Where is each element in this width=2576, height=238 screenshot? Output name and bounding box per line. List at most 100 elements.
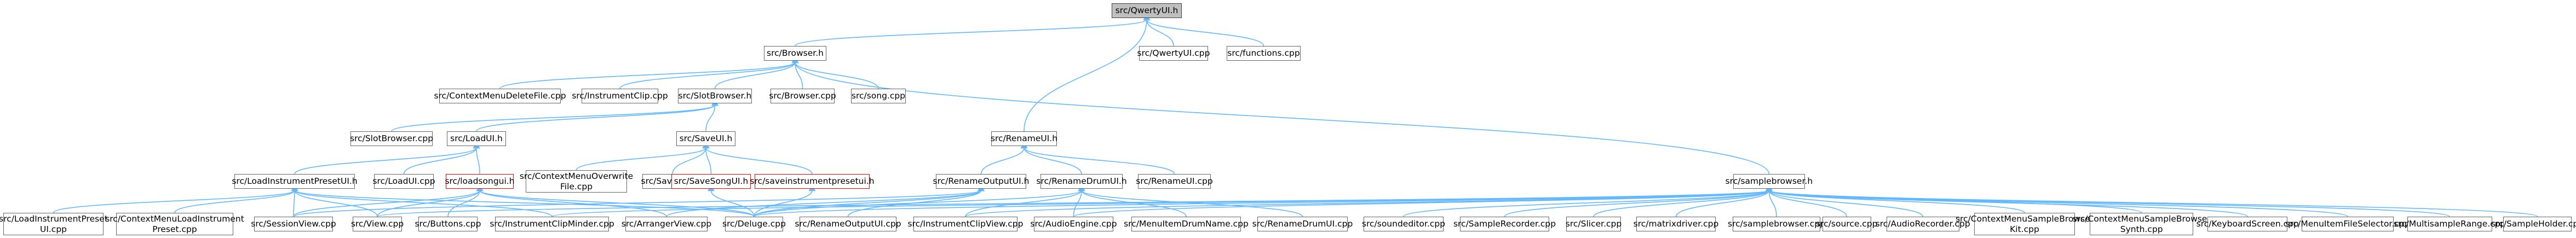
graph-node-renameui-h[interactable]: src/RenameUI.h xyxy=(991,131,1057,146)
graph-node-saveinstrumentpresetui-h[interactable]: src/saveinstrumentpresetui.h xyxy=(750,174,875,189)
edge-renameoutputui_h-to-renameoutputui_cpp xyxy=(847,184,985,217)
edge-slotbrowser_h-to-slotbrowser_cpp xyxy=(391,98,718,132)
graph-node-view-cpp[interactable]: src/View.cpp xyxy=(351,217,404,231)
graph-node-audiorecorder-cpp[interactable]: src/AudioRecorder.cpp xyxy=(1876,217,1970,231)
graph-node-loadui-h[interactable]: src/LoadUI.h xyxy=(447,131,506,146)
edge-slotbrowser_h-to-loadui_h xyxy=(476,98,718,132)
graph-node-renameui-cpp[interactable]: src/RenameUI.cpp xyxy=(1136,174,1213,189)
edge-loadinstrumentpresetui_h-to-view_cpp xyxy=(291,184,378,217)
graph-node-ctx-loadinstrumentpreset-cpp[interactable]: src/ContextMenuLoadInstrument Preset.cpp xyxy=(105,213,244,235)
graph-node-ctx-samplebrowser-synth-cpp[interactable]: src/ContextMenuSampleBrowser Synth.cpp xyxy=(2073,213,2211,235)
graph-node-loadinstrumentpresetui-h[interactable]: src/LoadInstrumentPresetUI.h xyxy=(232,174,358,189)
graph-node-savesongui-h[interactable]: src/SaveSongUI.h xyxy=(671,174,751,189)
graph-node-sessionview-cpp[interactable]: src/SessionView.cpp xyxy=(251,217,336,231)
graph-node-soundeditor-cpp[interactable]: src/soundeditor.cpp xyxy=(1362,217,1445,231)
graph-node-menuitemfileselector-cpp[interactable]: src/MenuItemFileSelector.cpp xyxy=(2286,217,2410,231)
edge-samplebrowser_h-to-samplebrowser_cpp xyxy=(1765,184,1777,217)
edge-qwertyui_h-to-renameui_h xyxy=(1024,13,1151,132)
edge-browser_h-to-slotbrowser_h xyxy=(714,56,799,89)
edge-qwertyui_h-to-browser_h xyxy=(795,13,1151,47)
graph-node-renamedrumui-cpp[interactable]: src/RenameDrumUI.cpp xyxy=(1252,217,1353,231)
edge-qwertyui_h-to-functions_cpp xyxy=(1143,13,1264,47)
graph-node-loadinstrumentpresetui-cpp[interactable]: src/LoadInstrumentPreset UI.cpp xyxy=(0,213,108,235)
graph-node-song-cpp[interactable]: src/song.cpp xyxy=(851,89,906,103)
edge-samplebrowser_h-to-source_cpp xyxy=(1765,184,1848,217)
graph-node-renameoutputui-h[interactable]: src/RenameOutputUI.h xyxy=(933,174,1029,189)
edge-samplebrowser_h-to-audioengine_cpp xyxy=(1073,184,1773,217)
graph-node-qwertyui-cpp[interactable]: src/QwertyUI.cpp xyxy=(1137,46,1210,61)
edge-samplebrowser_h-to-deluge_cpp xyxy=(754,184,1773,217)
graph-node-browser-cpp[interactable]: src/Browser.cpp xyxy=(769,89,836,103)
graph-node-functions-cpp[interactable]: src/functions.cpp xyxy=(1227,46,1301,61)
graph-node-source-cpp[interactable]: src/source.cpp xyxy=(1816,217,1878,231)
edge-browser_h-to-ctx_delete_cpp xyxy=(499,56,799,89)
graph-node-instrumentclipview-cpp[interactable]: src/InstrumentClipView.cpp xyxy=(908,217,1023,231)
graph-node-ctx-samplebrowser-kit-cpp[interactable]: src/ContextMenuSampleBrowser Kit.cpp xyxy=(1956,213,2094,235)
edge-browser_h-to-samplebrowser_h xyxy=(791,56,1770,175)
graph-node-ctx-overwrite-cpp[interactable]: src/ContextMenuOverwrite File.cpp xyxy=(520,170,633,193)
graph-node-samplebrowser-h[interactable]: src/samplebrowser.h xyxy=(1726,174,1813,189)
edge-samplebrowser_h-to-audiorecorder_cpp xyxy=(1765,184,1923,217)
edge-samplebrowser_h-to-instrumentclipminder_cpp xyxy=(551,184,1773,217)
edge-loadui_h-to-loadui_cpp xyxy=(403,141,480,175)
edge-samplebrowser_h-to-soundeditor_cpp xyxy=(1403,184,1773,217)
graph-node-qwertyui-h[interactable]: src/QwertyUI.h xyxy=(1112,3,1182,18)
graph-node-renameoutputui-cpp[interactable]: src/RenameOutputUI.cpp xyxy=(795,217,901,231)
graph-node-samplebrowser-cpp[interactable]: src/samplebrowser.cpp xyxy=(1728,217,1825,231)
graph-node-deluge-cpp[interactable]: src/Deluge.cpp xyxy=(722,217,786,231)
graph-node-buttons-cpp[interactable]: src/Buttons.cpp xyxy=(415,217,481,231)
graph-node-browser-h[interactable]: src/Browser.h xyxy=(764,46,826,61)
graph-node-arrangerview-cpp[interactable]: src/ArrangerView.cpp xyxy=(622,217,711,231)
edge-browser_h-to-instrumentclip_cpp xyxy=(619,56,799,89)
graph-node-loadsongui-h[interactable]: src/loadsongui.h xyxy=(445,174,515,189)
edge-samplebrowser_h-to-sampleholder_cpp xyxy=(1766,184,2538,217)
edge-saveui_h-to-saveinstrumentpresetui_h xyxy=(702,141,813,175)
edge-loadsongui_h-to-view_cpp xyxy=(377,184,484,217)
graph-node-audioengine-cpp[interactable]: src/AudioEngine.cpp xyxy=(1030,217,1117,231)
graph-node-saveui-h[interactable]: src/SaveUI.h xyxy=(676,131,735,146)
graph-node-slotbrowser-h[interactable]: src/SlotBrowser.h xyxy=(678,89,752,103)
graph-node-instrumentclip-cpp[interactable]: src/InstrumentClip.cpp xyxy=(572,89,668,103)
graph-node-slotbrowser-cpp[interactable]: src/SlotBrowser.cpp xyxy=(350,131,433,146)
edge-samplebrowser_h-to-samplerecorder_cpp xyxy=(1504,184,1773,217)
graph-node-sampleholder-cpp[interactable]: src/SampleHolder.cpp xyxy=(2491,217,2576,231)
graph-node-instrumentclipminder-cpp[interactable]: src/InstrumentClipMinder.cpp xyxy=(490,217,614,231)
edge-qwertyui_h-to-qwertyui_cpp xyxy=(1143,13,1174,47)
edge-renameoutputui_h-to-arrangerview_cpp xyxy=(666,184,985,217)
edge-renameui_h-to-renameoutputui_h xyxy=(980,141,1028,175)
edge-renameoutputui_h-to-deluge_cpp xyxy=(754,184,985,217)
graph-node-samplerecorder-cpp[interactable]: src/SampleRecorder.cpp xyxy=(1453,217,1556,231)
graph-node-multisamplerange-cpp[interactable]: src/MultisampleRange.cpp xyxy=(2394,217,2505,231)
edge-loadsongui_h-to-arrangerview_cpp xyxy=(476,184,667,217)
graph-node-keyboardscreen-cpp[interactable]: src/KeyboardScreen.cpp xyxy=(2196,217,2299,231)
edge-loadinstrumentpresetui_h-to-instrumentclipminder_cpp xyxy=(291,184,553,217)
edge-loadinstrumentpresetui_h-to-sessionview_cpp xyxy=(291,184,298,217)
edge-loadui_h-to-loadinstrumentpresetui_h xyxy=(294,141,480,175)
edge-saveui_h-to-saveui_cpp xyxy=(672,141,710,175)
edge-saveui_h-to-savesongui_h xyxy=(702,141,712,175)
edge-renamedrumui_h-to-deluge_cpp xyxy=(754,184,1085,217)
edge-renamedrumui_h-to-instrumentclipview_cpp xyxy=(965,184,1085,217)
graph-node-renamedrumui-h[interactable]: src/RenameDrumUI.h xyxy=(1036,174,1127,189)
edge-samplebrowser_h-to-keyboardscreen_cpp xyxy=(1766,184,2249,217)
edge-loadinstrumentpresetui_h-to-ctx_loadinstrumentpreset_cpp xyxy=(174,184,298,213)
graph-node-loadui-cpp[interactable]: src/LoadUI.cpp xyxy=(372,174,435,189)
edge-saveinstrumentpresetui_h-to-deluge_cpp xyxy=(754,184,816,217)
edge-loadui_h-to-loadsongui_h xyxy=(473,141,480,175)
edge-browser_h-to-browser_cpp xyxy=(791,56,803,89)
edge-savesongui_h-to-deluge_cpp xyxy=(708,184,755,217)
edge-renameui_h-to-renameui_cpp xyxy=(1020,141,1175,175)
edge-renameui_h-to-renamedrumui_h xyxy=(1020,141,1082,175)
edge-samplebrowser_h-to-ctx_samplebrowser_kit_cpp xyxy=(1766,184,2025,213)
edge-renameoutputui_h-to-sessionview_cpp xyxy=(293,184,985,217)
graph-node-ctx-delete-cpp[interactable]: src/ContextMenuDeleteFile.cpp xyxy=(434,89,566,103)
graph-node-menuitemdrumname-cpp[interactable]: src/MenuItemDrumName.cpp xyxy=(1124,217,1249,231)
graph-node-matrixdriver-cpp[interactable]: src/matrixdriver.cpp xyxy=(1634,217,1718,231)
edge-loadinstrumentpresetui_h-to-deluge_cpp xyxy=(291,184,755,217)
edge-browser_h-to-song_cpp xyxy=(791,56,879,89)
edge-saveui_h-to-ctx_overwrite_cpp xyxy=(576,141,710,171)
edge-slotbrowser_h-to-saveui_h xyxy=(705,98,718,132)
graph-node-slicer-cpp[interactable]: src/Slicer.cpp xyxy=(1566,217,1622,231)
